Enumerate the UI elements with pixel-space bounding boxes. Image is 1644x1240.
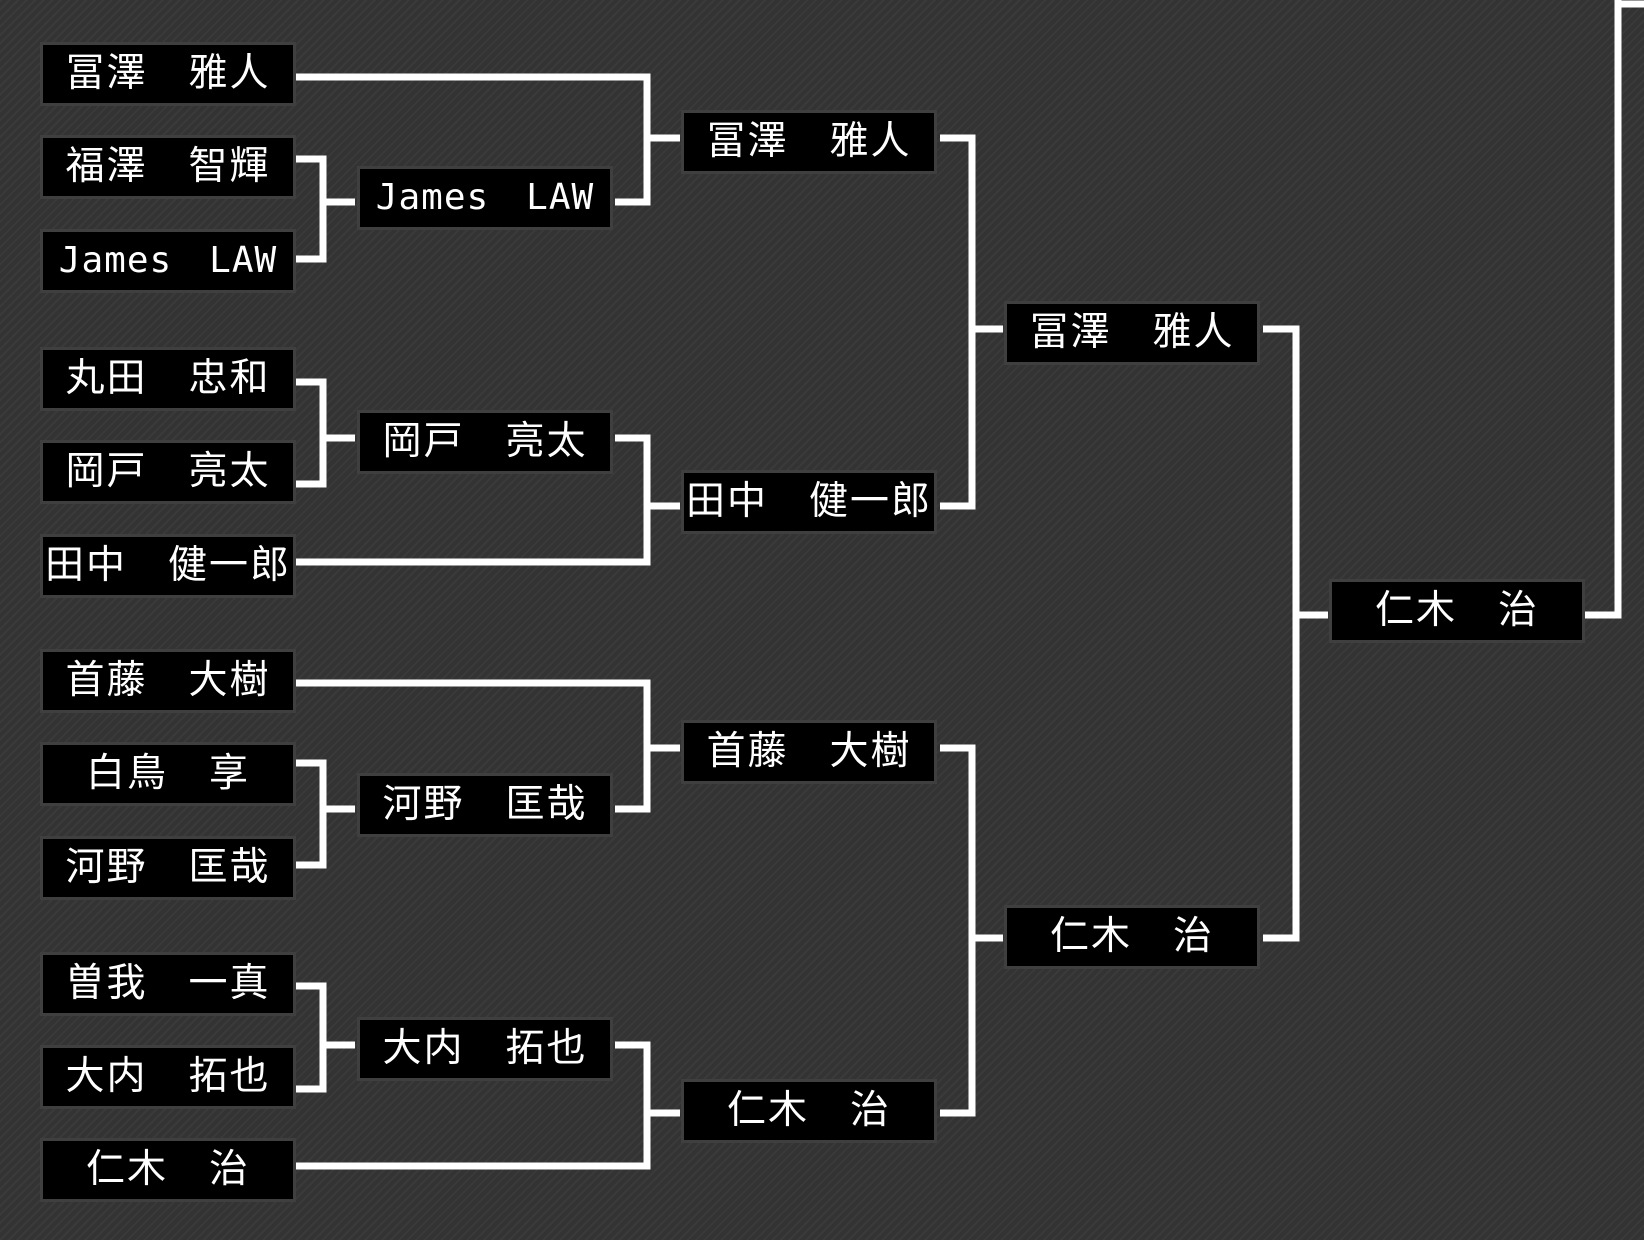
- player-round1: 冨澤 雅人: [40, 42, 296, 106]
- player-semifinal: 冨澤 雅人: [1004, 301, 1260, 365]
- bracket-connector: [296, 982, 327, 1093]
- player-round2: 岡戸 亮太: [357, 410, 613, 474]
- bracket-connector: [296, 434, 651, 566]
- player-round1: 岡戸 亮太: [40, 440, 296, 504]
- player-round1: 河野 匡哉: [40, 836, 296, 900]
- bracket-connector: [296, 1041, 651, 1170]
- player-round2: 河野 匡哉: [357, 773, 613, 837]
- player-round1: 福澤 智輝: [40, 135, 296, 199]
- player-round1: James LAW: [40, 229, 296, 293]
- player-round1: 大内 拓也: [40, 1045, 296, 1109]
- player-semifinal: 仁木 治: [1004, 905, 1260, 969]
- bracket-connector: [940, 744, 976, 1117]
- player-round1: 曽我 一真: [40, 952, 296, 1016]
- player-round1: 丸田 忠和: [40, 347, 296, 411]
- player-round1: 白鳥 享: [40, 742, 296, 806]
- player-round3: 首藤 大樹: [681, 720, 937, 784]
- player-round1: 田中 健一郎: [40, 534, 296, 598]
- bracket-connector: [296, 378, 327, 488]
- player-round2: James LAW: [357, 166, 613, 230]
- player-final: 仁木 治: [1329, 579, 1585, 643]
- player-round3: 田中 健一郎: [681, 470, 937, 534]
- bracket-connector: [1263, 325, 1300, 942]
- player-round2: 大内 拓也: [357, 1017, 613, 1081]
- player-round1: 仁木 治: [40, 1138, 296, 1202]
- bracket-connector: [1585, 0, 1622, 619]
- bracket-connector: [296, 155, 327, 263]
- bracket-connector: [940, 134, 976, 510]
- bracket-connector: [296, 759, 327, 869]
- player-round3: 冨澤 雅人: [681, 110, 937, 174]
- player-round3: 仁木 治: [681, 1079, 937, 1143]
- player-round1: 首藤 大樹: [40, 649, 296, 713]
